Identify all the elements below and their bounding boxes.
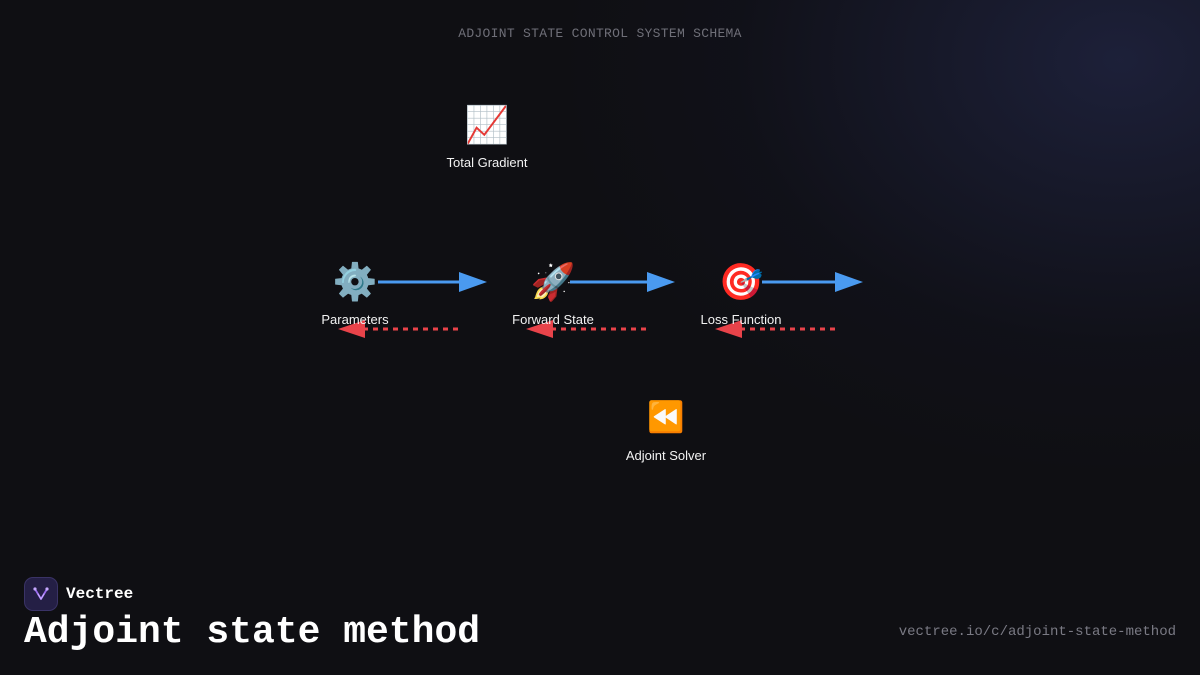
brand-name: Vectree <box>66 585 134 603</box>
adjoint-arrow-loss-function-to-forward-state <box>526 320 646 338</box>
diagram-title: ADJOINT STATE CONTROL SYSTEM SCHEMA <box>458 26 742 41</box>
node-loss-function[interactable]: 🎯 Loss Function <box>661 261 821 328</box>
target-icon: 🎯 <box>718 261 764 302</box>
gear-icon: ⚙️ <box>332 261 378 302</box>
node-label: Loss Function <box>700 312 782 327</box>
node-label: Adjoint Solver <box>625 448 707 463</box>
node-label: Total Gradient <box>446 155 528 170</box>
vectree-logo-icon <box>24 577 58 611</box>
node-total-gradient[interactable]: 📈 Total Gradient <box>407 104 567 171</box>
forward-arrow-loss-function-to-output <box>762 272 863 292</box>
page-title: Adjoint state method <box>24 611 481 654</box>
chart-increasing-icon: 📈 <box>464 104 510 145</box>
forward-arrow-forward-state-to-loss-function <box>570 272 675 292</box>
forward-arrow-parameters-to-forward-state <box>378 272 487 292</box>
rewind-icon: ⏪ <box>647 401 685 434</box>
node-forward-state[interactable]: 🚀 Forward State <box>473 261 633 328</box>
page-url[interactable]: vectree.io/c/adjoint-state-method <box>898 624 1176 640</box>
node-label: Forward State <box>512 312 594 327</box>
adjoint-arrow-output-to-loss-function <box>715 320 835 338</box>
adjoint-arrow-forward-state-to-parameters <box>338 320 458 338</box>
node-parameters[interactable]: ⚙️ Parameters <box>275 261 435 328</box>
node-adjoint-solver[interactable]: ⏪ Adjoint Solver <box>586 398 746 463</box>
rocket-icon: 🚀 <box>530 261 576 302</box>
node-label: Parameters <box>321 312 389 327</box>
brand[interactable]: Vectree <box>24 577 133 611</box>
